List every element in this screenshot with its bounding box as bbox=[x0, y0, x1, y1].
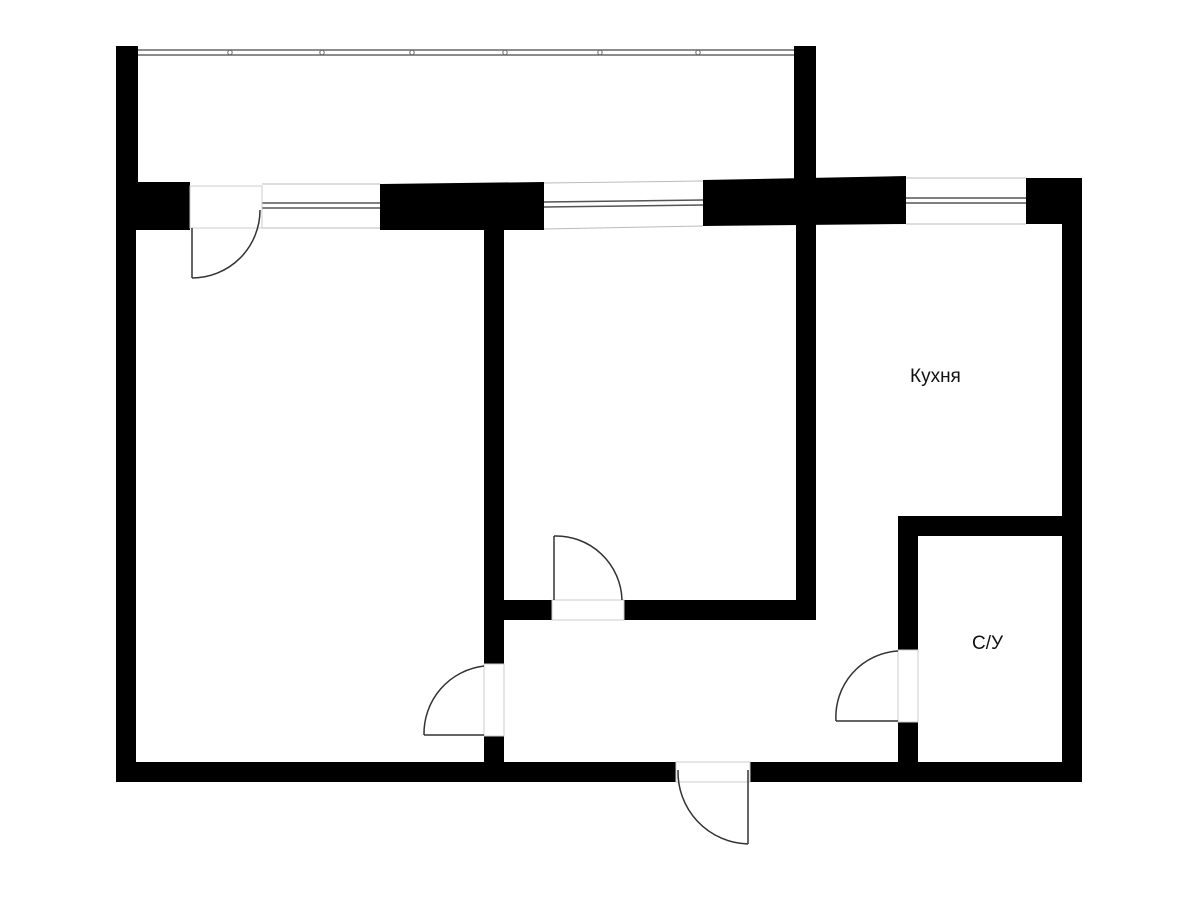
wall-bathroom-top bbox=[898, 516, 1082, 536]
balcony-wall-left bbox=[116, 46, 138, 186]
walls bbox=[116, 178, 1082, 782]
room-label-bathroom: С/У bbox=[972, 633, 1004, 654]
door-bedroom bbox=[551, 535, 625, 621]
wall-bedroom-bottom-right bbox=[624, 600, 816, 620]
wall-bathroom-left-upper bbox=[898, 516, 918, 650]
wall-left-outer bbox=[116, 182, 136, 782]
windows bbox=[262, 177, 1026, 230]
door-bathroom bbox=[835, 649, 919, 723]
door-living-room bbox=[423, 663, 505, 737]
window-living-room bbox=[262, 183, 380, 229]
facade-wall-segment bbox=[380, 182, 544, 230]
door-balcony bbox=[189, 185, 263, 279]
wall-partition-upper bbox=[484, 228, 504, 664]
wall-bedroom-bottom-left bbox=[504, 600, 552, 620]
wall-bedroom-right bbox=[796, 220, 816, 620]
room-label-kitchen: Кухня bbox=[910, 366, 961, 387]
wall-partition-lower bbox=[484, 736, 504, 768]
balcony bbox=[116, 46, 816, 186]
balcony-glazing bbox=[138, 49, 794, 56]
wall-bottom-left bbox=[116, 762, 676, 782]
doors bbox=[189, 185, 919, 845]
wall-right-outer bbox=[1062, 178, 1082, 782]
door-entrance bbox=[675, 761, 751, 845]
facade-wall-segment bbox=[703, 176, 906, 226]
wall-bottom-right bbox=[750, 762, 1082, 782]
balcony-wall-right bbox=[794, 46, 816, 182]
window-bedroom bbox=[543, 180, 704, 230]
wall-bathroom-left-lower bbox=[898, 722, 918, 770]
window-kitchen bbox=[906, 177, 1026, 225]
